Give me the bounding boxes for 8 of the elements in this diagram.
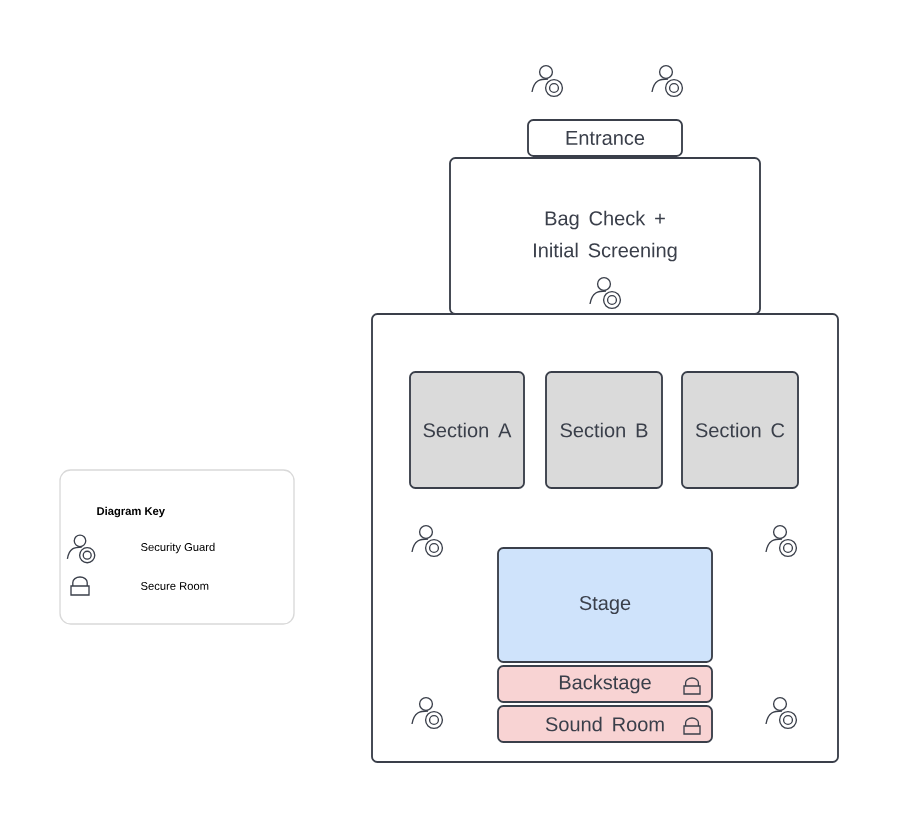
room-box: Backstage <box>497 665 713 703</box>
room-box: Section A <box>409 371 525 489</box>
room-box: Bag Check + Initial Screening <box>449 157 761 315</box>
room-box: Sound Room <box>497 705 713 743</box>
room-box: Section C <box>681 371 799 489</box>
room-box: Entrance <box>527 119 683 157</box>
room-box: Stage <box>497 547 713 663</box>
room-box: Section B <box>545 371 663 489</box>
